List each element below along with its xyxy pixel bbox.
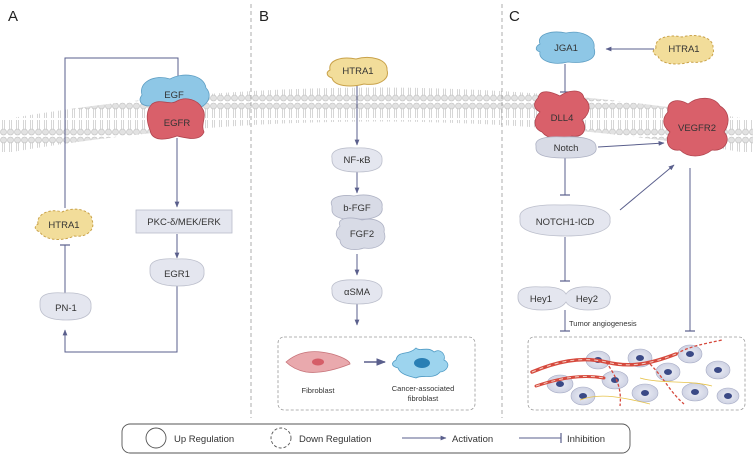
- egfr-label: EGFR: [164, 118, 191, 129]
- htra1-c-node: HTRA1: [652, 34, 714, 65]
- legend-up-symbol: [145, 427, 167, 449]
- notch-protein: Notch: [535, 136, 597, 159]
- nfkb-node: NF-κB: [331, 147, 383, 173]
- caf-label-line1: Cancer-associated: [392, 384, 455, 393]
- fgf2-node: FGF2: [335, 217, 386, 250]
- fibroblast-transition-box: Fibroblast Cancer-associated fibroblast: [277, 336, 476, 411]
- legend-down-label: Down Regulation: [299, 434, 371, 445]
- legend-activation-label: Activation: [452, 434, 493, 445]
- egfr-protein: EGFR: [146, 98, 205, 140]
- asma-node: αSMA: [331, 279, 383, 305]
- panel-a-letter: A: [8, 8, 18, 25]
- egr1-label: EGR1: [164, 269, 190, 280]
- jga1-node: JGA1: [535, 31, 596, 64]
- notch-to-vegfr2-arrow: [597, 140, 665, 148]
- asma-label: αSMA: [344, 287, 371, 298]
- nfkb-label: NF-κB: [344, 155, 371, 166]
- pn1-label: PN-1: [55, 303, 77, 314]
- tumor-tissue-box: [527, 336, 746, 411]
- egf-label: EGF: [164, 90, 184, 101]
- hey2-label: Hey2: [576, 294, 598, 305]
- dll4-protein: DLL4: [534, 90, 590, 140]
- fgf2-label: FGF2: [350, 229, 374, 240]
- notch-label: Notch: [554, 143, 579, 154]
- bfgf-label: b-FGF: [343, 203, 371, 214]
- bfgf-node: b-FGF: [330, 194, 383, 220]
- hey1-hey2-node: Hey1 Hey2: [517, 286, 611, 311]
- jga1-label: JGA1: [554, 43, 578, 54]
- legend-down-symbol: [270, 427, 292, 449]
- vegfr2-label: VEGFR2: [678, 123, 716, 134]
- egr1-to-pn1-arrow: [62, 277, 178, 353]
- caf-cell-icon: [392, 347, 449, 379]
- notch1icd-to-vegfr2-arrow: [619, 164, 675, 211]
- tumor-cells-illustration: [546, 344, 740, 406]
- htra1-b-node: HTRA1: [326, 56, 388, 87]
- pkc-label: PKC-δ/MEK/ERK: [147, 217, 221, 228]
- blood-vessels-illustration: [530, 339, 723, 407]
- legend-frame: [121, 423, 631, 454]
- notch1icd-label: NOTCH1-ICD: [536, 217, 595, 228]
- panel-a: A EGF EGFR HTRA1 PKC-δ/MEK/ERK: [8, 8, 233, 353]
- dll4-label: DLL4: [551, 113, 574, 124]
- caf-label-line2: fibroblast: [408, 394, 439, 403]
- panel-c: C JGA1 HTRA1 DLL4 Notch: [509, 8, 746, 411]
- panel-c-letter: C: [509, 8, 520, 25]
- panel-b-letter: B: [259, 8, 269, 25]
- htra1-a-node: HTRA1: [34, 208, 94, 240]
- panel-b: B HTRA1 NF-κB b-FGF FGF2 αSMA: [259, 8, 476, 411]
- legend-inhibition-label: Inhibition: [567, 434, 605, 445]
- legend-up-label: Up Regulation: [174, 434, 234, 445]
- legend: Up Regulation Down Regulation Activation…: [121, 423, 631, 454]
- htra1-a-label: HTRA1: [48, 220, 79, 231]
- htra1-c-label: HTRA1: [668, 44, 699, 55]
- hey1-label: Hey1: [530, 294, 552, 305]
- htra1-b-label: HTRA1: [342, 66, 373, 77]
- tumor-angiogenesis-label: Tumor angiogenesis: [569, 319, 637, 328]
- pn1-node: PN-1: [39, 292, 92, 321]
- pkc-mek-erk-node: PKC-δ/MEK/ERK: [135, 209, 233, 234]
- notch1icd-node: NOTCH1-ICD: [519, 204, 611, 237]
- egr1-node: EGR1: [149, 258, 205, 287]
- fibroblast-cell-icon: [285, 351, 351, 373]
- fibroblast-label: Fibroblast: [302, 386, 336, 395]
- vegfr2-protein: VEGFR2: [663, 97, 729, 157]
- pn1-loop-top-arrow: [64, 57, 181, 208]
